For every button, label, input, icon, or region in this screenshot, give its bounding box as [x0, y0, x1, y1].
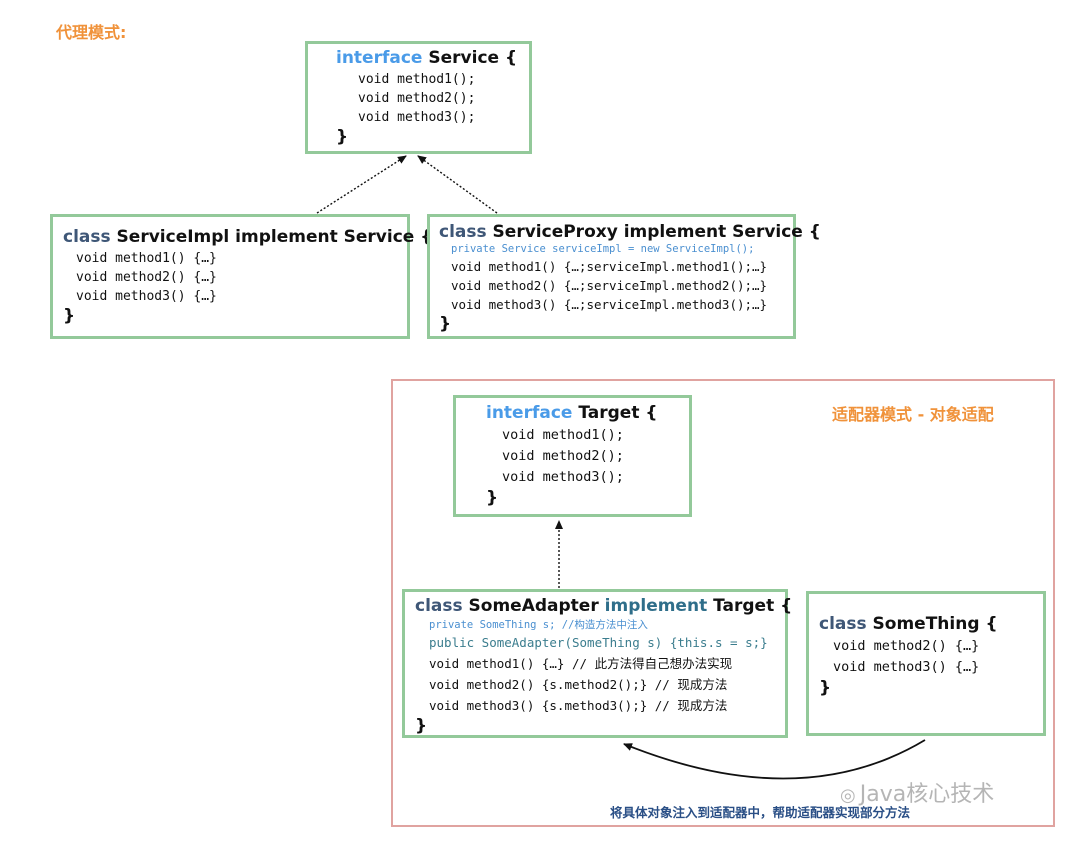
some-thing-box: class SomeThing { void method2() {…} voi…: [806, 591, 1046, 736]
class-keyword: class: [415, 596, 463, 616]
brace-open: {: [645, 403, 658, 423]
method-line: void method2() {…}: [833, 638, 980, 654]
brace-open: {: [780, 596, 793, 616]
method-line: void method1() {…;serviceImpl.method1();…: [451, 259, 768, 274]
target-interface-header: interface Target {: [486, 403, 689, 423]
some-adapter-box: class SomeAdapter implement Target { pri…: [402, 589, 792, 738]
brace-open: {: [985, 614, 998, 634]
service-proxy-box: class ServiceProxy implement Service { p…: [427, 214, 821, 339]
method-line: void method3() {…;serviceImpl.method3();…: [451, 297, 768, 312]
method-line: void method3() {…}: [833, 659, 980, 675]
method-line: void method3();: [502, 469, 624, 485]
service-interface-header: interface Service {: [336, 48, 529, 68]
some-thing-header: class SomeThing {: [819, 614, 1043, 634]
proxy-section-title: 代理模式:: [56, 23, 127, 42]
class-name: ServiceImpl implement Service: [116, 227, 415, 247]
brace-close: }: [439, 314, 452, 334]
class-name: ServiceProxy implement Service: [492, 222, 803, 242]
class-keyword: class: [63, 227, 111, 247]
class-name: SomeThing: [872, 614, 980, 634]
target-interface-box: interface Target { void method1(); void …: [453, 395, 692, 517]
brace-close: }: [63, 306, 76, 326]
something-to-adapter-arrow: [623, 739, 926, 780]
adapter-section-frame: [391, 379, 1055, 827]
brace-open: {: [808, 222, 821, 242]
method-line: void method2() {…;serviceImpl.method2();…: [451, 278, 768, 293]
interface-name: Target: [578, 403, 640, 423]
brace-close: }: [336, 127, 349, 147]
service-interface-box: interface Service { void method1(); void…: [305, 41, 532, 154]
method-line: void method2();: [358, 91, 476, 106]
proxy-to-service-arrow: [417, 155, 498, 214]
brace-close: }: [415, 716, 428, 736]
target-name: Target: [713, 596, 775, 616]
method-line: void method1();: [358, 72, 476, 87]
method-line: void method3();: [358, 110, 476, 125]
method-line: void method1() {…}: [76, 251, 217, 266]
brace-close: }: [486, 488, 499, 508]
method-line: void method1() {…} // 此方法得自己想办法实现: [429, 656, 733, 671]
impl-to-service-arrow: [316, 155, 407, 214]
watermark-text: Java核心技术: [859, 782, 995, 807]
class-name: SomeAdapter: [468, 596, 599, 616]
caption: 将具体对象注入到适配器中，帮助适配器实现部分方法: [610, 805, 911, 820]
adapter-section-title: 适配器模式 - 对象适配: [832, 405, 994, 424]
method-line: void method1();: [502, 427, 624, 443]
proxy-field-line: private Service serviceImpl = new Servic…: [451, 243, 755, 255]
implement-keyword: implement: [604, 596, 708, 616]
interface-name: Service: [428, 48, 500, 68]
adapter-field-line: private SomeThing s; //构造方法中注入: [429, 619, 648, 631]
class-keyword: class: [439, 222, 487, 242]
service-proxy-header: class ServiceProxy implement Service {: [439, 222, 821, 242]
class-keyword: class: [819, 614, 867, 634]
service-impl-box: class ServiceImpl implement Service { vo…: [50, 214, 432, 339]
interface-keyword: interface: [336, 48, 423, 68]
watermark: ◎Java核心技术: [840, 776, 994, 808]
method-line: void method2() {s.method2();} // 现成方法: [429, 677, 728, 692]
method-line: void method3() {…}: [76, 289, 217, 304]
brace-open: {: [504, 48, 518, 68]
wechat-icon: ◎: [840, 785, 856, 806]
brace-close: }: [819, 678, 832, 698]
interface-keyword: interface: [486, 403, 573, 423]
some-adapter-header: class SomeAdapter implement Target {: [415, 596, 792, 616]
method-line: void method2() {…}: [76, 270, 217, 285]
method-line: void method3() {s.method3();} // 现成方法: [429, 698, 728, 713]
method-line: void method2();: [502, 448, 624, 464]
adapter-ctor-line: public SomeAdapter(SomeThing s) {this.s …: [429, 635, 768, 650]
